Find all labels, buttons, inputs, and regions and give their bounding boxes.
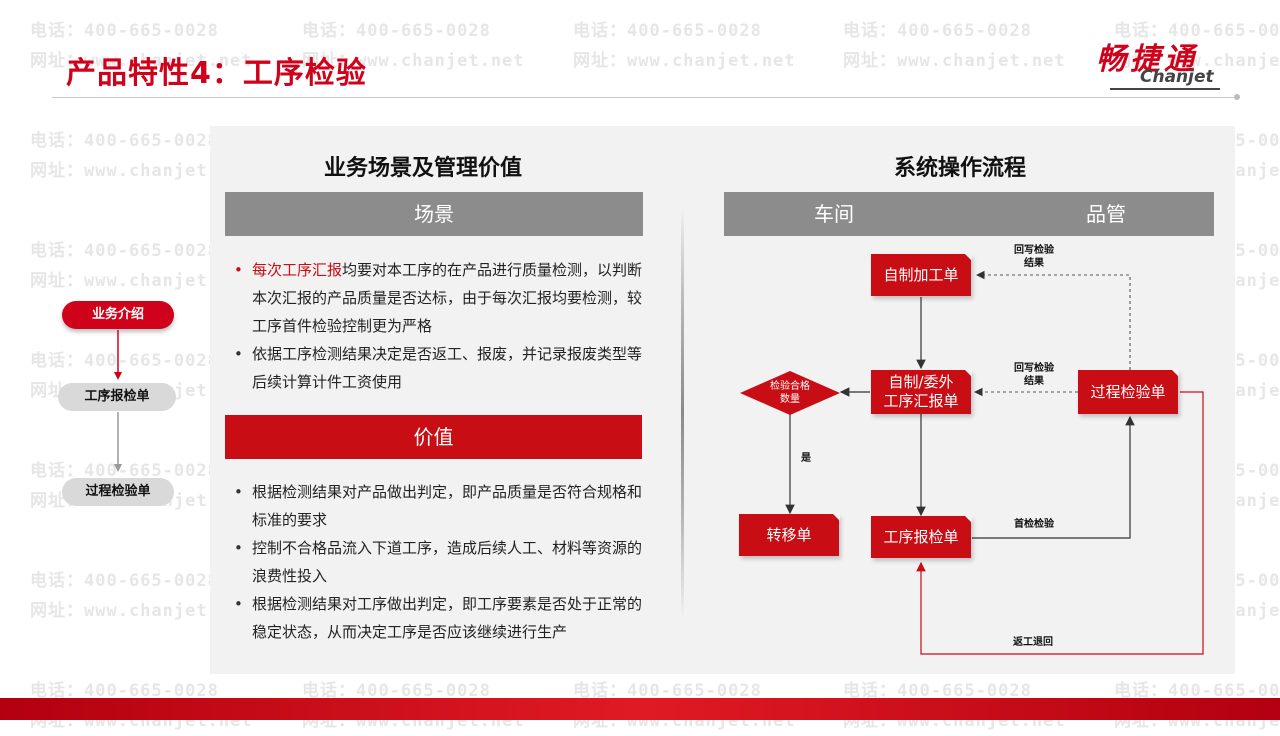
brand-logo-en: Chanjet [1140,67,1214,87]
decision-diamond [740,371,840,415]
value-item: 根据检测结果对工序做出判定，即工序要素是否处于正常的稳定状态，从而决定工序是否应… [226,590,646,646]
watermark-phone: 电话：400-665-0028 [30,131,219,151]
nav-item-business-intro[interactable]: 业务介绍 [62,301,174,329]
watermark-tile: 电话：400-665-0028 网址：www.chanjet.net [573,16,796,76]
decision-label-line: 检验合格 [770,381,810,392]
decision-label: 检验合格 数量 [755,380,825,406]
watermark-phone: 电话：400-665-0028 [302,21,491,41]
label-line: 结果 [1024,258,1044,269]
scene-item: 依据工序检测结果决定是否返工、报废，并记录报废类型等后续计算计件工资使用 [226,340,646,396]
flow-box-process-inspection: 过程检验单 [1078,369,1179,414]
watermark-phone: 电话：400-665-0028 [30,461,219,481]
flow-box-label: 转移单 [766,525,812,544]
watermark-site: 网址：www.chanjet.net [30,601,253,621]
watermark-tile: 电话：400-665-0028 网址：www.chanjet.net [30,16,253,76]
watermark-phone: 电话：400-665-0028 [30,21,219,41]
footer-bar [0,698,1280,720]
watermark-site: 网址：www.chanjet.net [573,51,796,71]
yes-label: 是 [801,453,811,464]
watermark-phone: 电话：400-665-0028 [573,21,762,41]
scene-item-text: 均要对本工序的在产品进行质量检测，以判断本次汇报的产品质量是否达标，由于每次汇报… [252,261,643,335]
watermark-tile: 电话：400-665-0028 网址：www.chanjet.net [30,566,253,626]
watermark-site: 网址：www.chanjet.net [843,51,1066,71]
flow-box-label: 工序汇报单 [883,392,959,410]
nav-item-inspection-report[interactable]: 工序报检单 [58,383,176,411]
logo-underline [1110,88,1220,90]
flow-connectors [785,270,1204,655]
title-divider [52,97,1238,98]
scene-list: 每次工序汇报均要对本工序的在产品进行质量检测，以判断本次汇报的产品质量是否达标，… [226,256,646,396]
scene-header-bar: 场景 [225,192,643,236]
watermark-site: 网址：www.chanjet.net [30,271,253,291]
watermark-site: 网址：www.chanjet.net [30,161,253,181]
watermark-phone: 电话：400-665-0028 [302,681,491,701]
brand-logo-cn: 畅捷通 [1096,42,1198,77]
flow-box-label: 工序报检单 [883,527,959,546]
watermark-phone: 电话：400-665-0028 [573,681,762,701]
column-quality-label: 品管 [1086,202,1126,226]
decision-label-line: 数量 [780,394,800,405]
scene-item-text: 依据工序检测结果决定是否返工、报废，并记录报废类型等后续计算计件工资使用 [252,345,643,391]
scene-highlight: 每次工序汇报 [252,261,343,279]
rework-return-label: 返工退回 [1013,637,1053,648]
watermark-tile: 电话：400-665-0028 网址：www.chanjet.net [843,16,1066,76]
flow-box-process-report: 自制/委外 工序汇报单 [871,369,972,414]
watermark-site: 网址：www.chanjet.net [1114,51,1280,71]
flow-box-transfer-order: 转移单 [739,513,840,556]
watermark-site: 网址：www.chanjet.net [30,51,253,71]
writeback-label-2: 回写检验 结果 [1006,362,1062,388]
label-line: 回写检验 [1014,245,1054,256]
label-line: 回写检验 [1014,363,1054,374]
left-section-title: 业务场景及管理价值 [324,156,523,181]
right-section-title: 系统操作流程 [894,156,1027,181]
label-line: 结果 [1024,376,1044,387]
writeback-label-1: 回写检验 结果 [1006,244,1062,270]
title-divider-dot [1234,94,1240,100]
watermark-phone: 电话：400-665-0028 [30,571,219,591]
watermark-tile: 电话：400-665-0028 网址：www.chanjet.net [302,16,525,76]
watermark-phone: 电话：400-665-0028 [1114,681,1280,701]
watermark-phone: 电话：400-665-0028 [1114,21,1280,41]
value-item: 控制不合格品流入下道工序，造成后续人工、材料等资源的浪费性投入 [226,534,646,590]
value-list: 根据检测结果对产品做出判定，即产品质量是否符合规格和标准的要求 控制不合格品流入… [226,478,646,646]
nav-connector-arrows [114,330,122,472]
scene-item: 每次工序汇报均要对本工序的在产品进行质量检测，以判断本次汇报的产品质量是否达标，… [226,256,646,340]
watermark-tile: 电话：400-665-0028 网址：www.chanjet.net [1114,16,1280,76]
watermark-phone: 电话：400-665-0028 [30,241,219,261]
column-workshop-label: 车间 [814,202,854,226]
watermark-phone: 电话：400-665-0028 [843,681,1032,701]
watermark-phone: 电话：400-665-0028 [30,351,219,371]
watermark-site: 网址：www.chanjet.net [302,51,525,71]
flow-box-label: 自制/委外 [888,373,954,391]
value-header-bar: 价值 [225,415,642,459]
column-separator [681,205,684,620]
watermark-phone: 电话：400-665-0028 [30,681,219,701]
flow-box-inspection-report: 工序报检单 [871,515,972,558]
flow-box-self-process-order: 自制加工单 [871,253,972,296]
page-title: 产品特性4：工序检验 [66,56,367,91]
watermark-tile: 电话：400-665-0028 网址：www.chanjet.net [30,236,253,296]
value-item: 根据检测结果对产品做出判定，即产品质量是否符合规格和标准的要求 [226,478,646,534]
watermark-tile: 电话：400-665-0028 网址：www.chanjet.net [30,126,253,186]
first-inspection-label: 首检检验 [1014,519,1054,530]
flow-header-bar: 车间 品管 [724,192,1214,236]
watermark-phone: 电话：400-665-0028 [843,21,1032,41]
flow-box-label: 自制加工单 [883,265,959,284]
nav-item-process-inspection[interactable]: 过程检验单 [62,478,174,506]
flow-box-label: 过程检验单 [1090,382,1166,401]
